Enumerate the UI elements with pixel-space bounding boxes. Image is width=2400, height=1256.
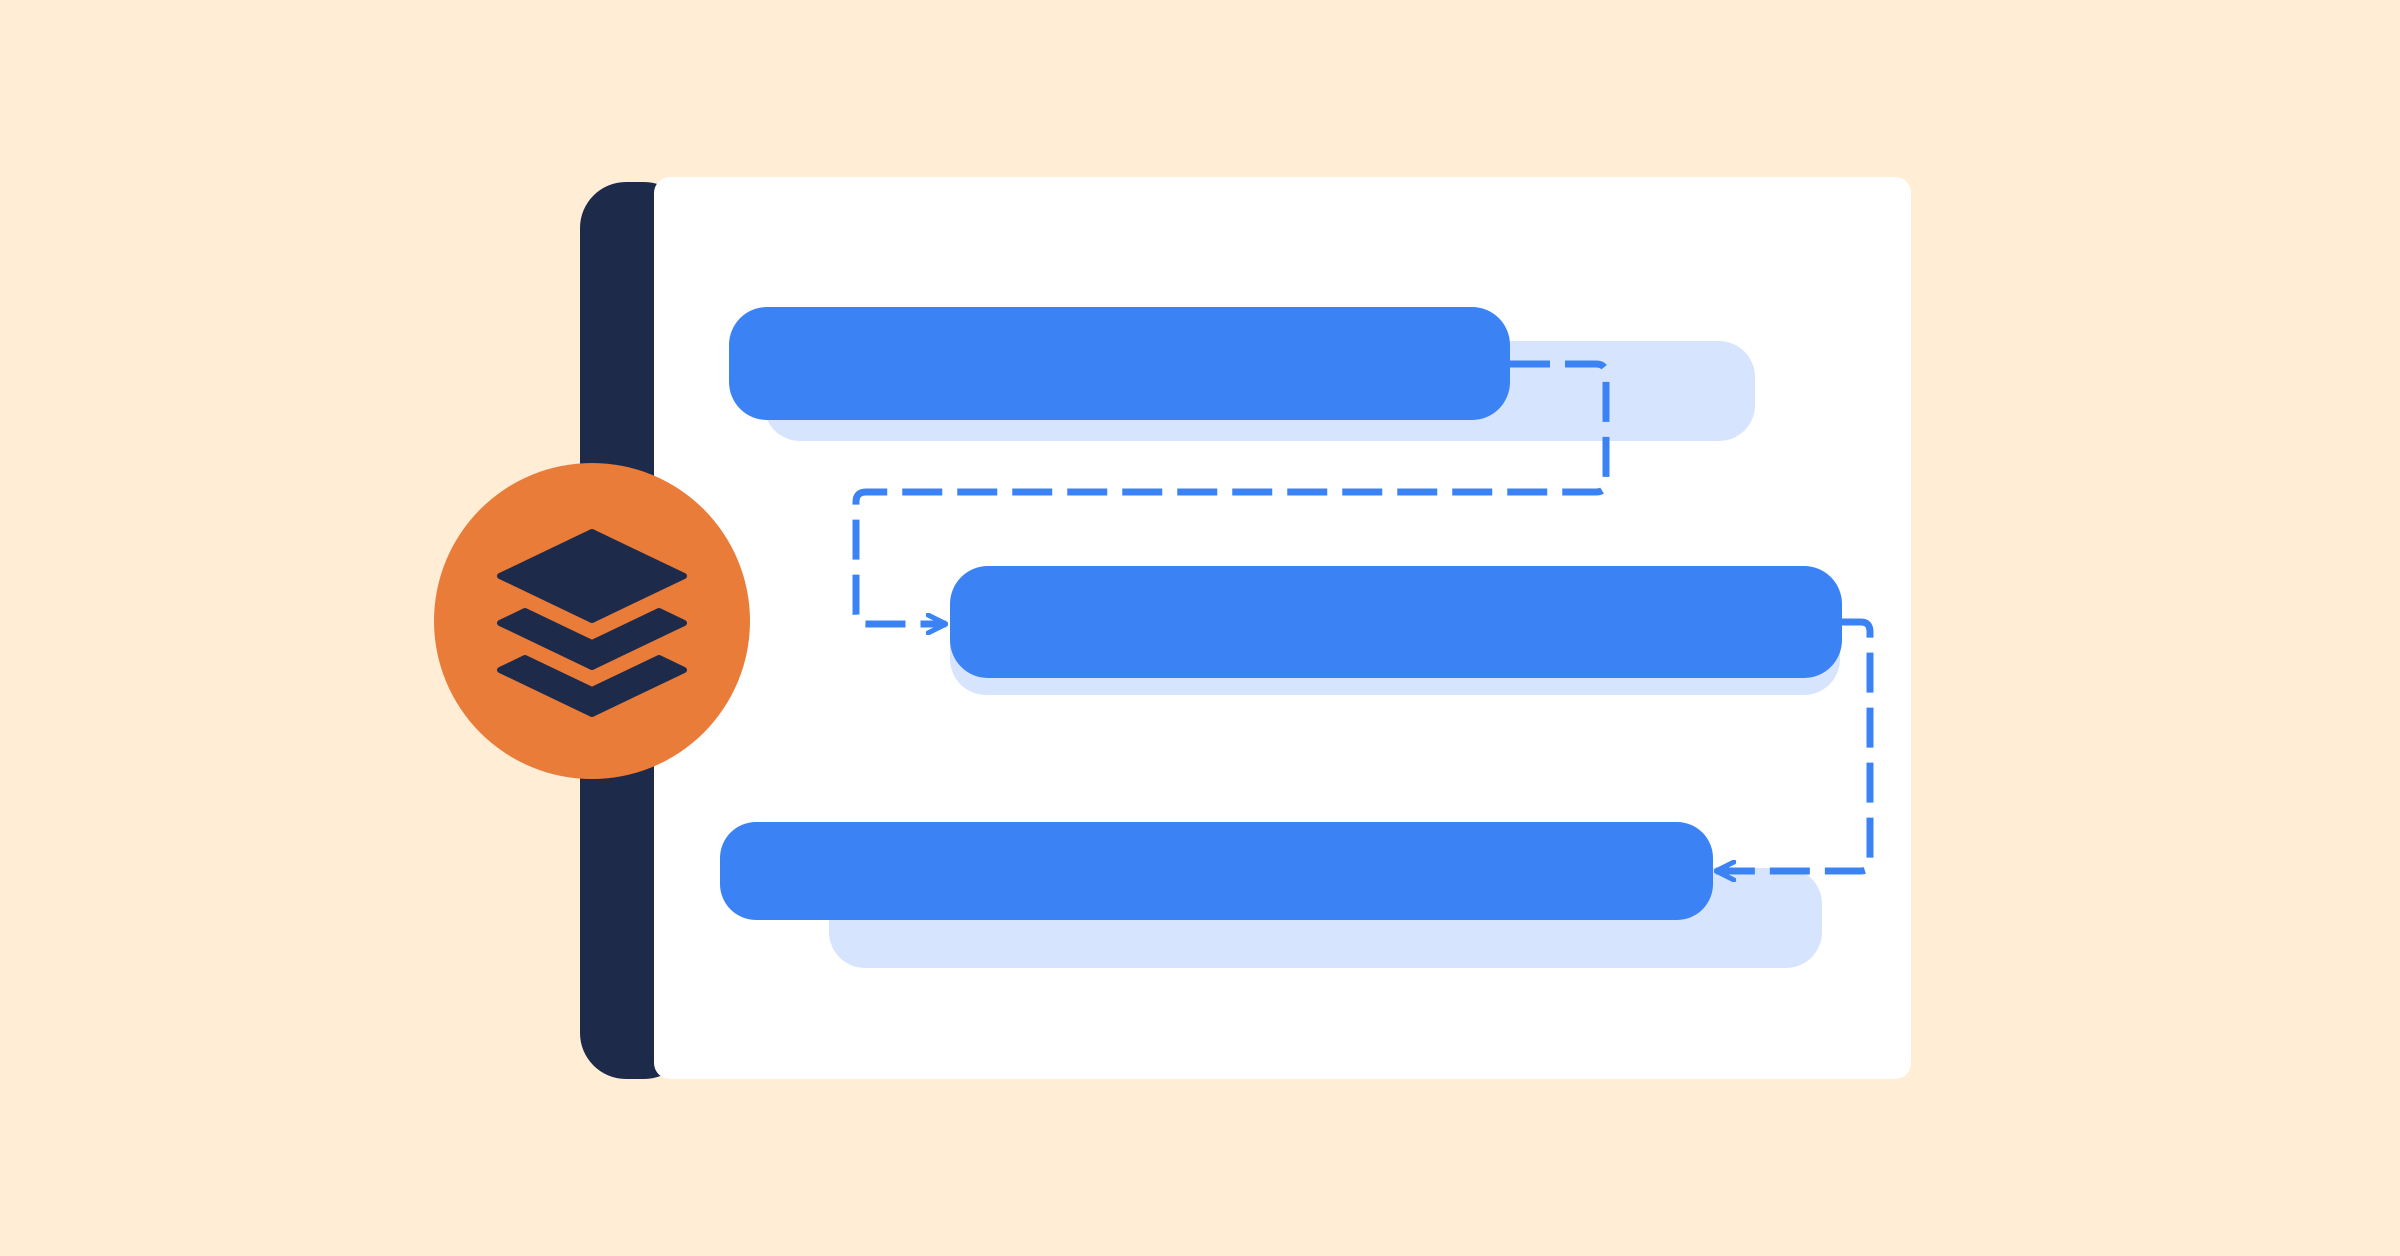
step-3-bar bbox=[720, 822, 1713, 920]
connector-step2-to-step3 bbox=[1716, 618, 1874, 871]
step-1-bar bbox=[729, 307, 1510, 420]
step-2-bar bbox=[950, 566, 1842, 678]
badge bbox=[434, 463, 750, 779]
layers-icon bbox=[497, 529, 687, 717]
